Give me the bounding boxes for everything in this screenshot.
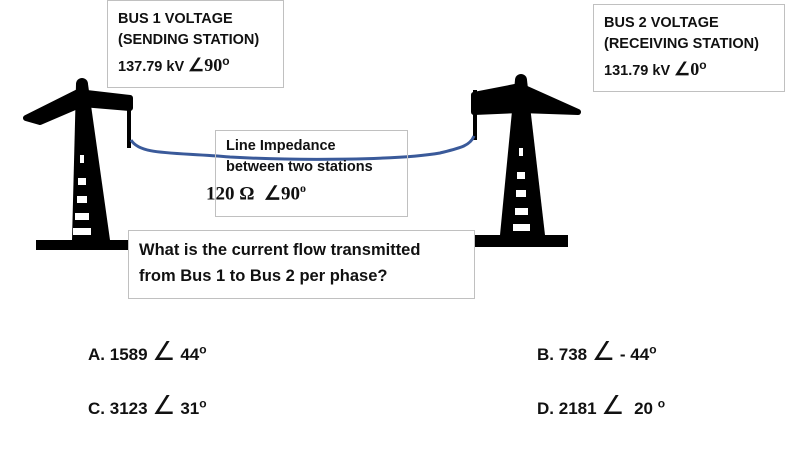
option-label: C. [88, 399, 105, 418]
question-line1: What is the current flow transmitted [139, 241, 421, 259]
bus2-subtitle: (RECEIVING STATION) [604, 36, 759, 52]
degree-mark: o [699, 58, 707, 72]
option-angle: - 44 [619, 345, 650, 364]
option-magnitude: 1589 [109, 345, 148, 364]
impedance-magnitude: 120 Ω [206, 183, 255, 205]
answer-option-c[interactable]: C. 3123 ∠ 31o [88, 390, 207, 421]
option-magnitude: 738 [558, 345, 588, 364]
option-angle: 31 [180, 399, 200, 418]
angle-icon: ∠ [674, 58, 691, 79]
degree-mark: o [222, 54, 230, 68]
right-tower-icon [471, 74, 581, 247]
angle-icon: ∠ [591, 336, 616, 366]
answer-option-d[interactable]: D. 2181 ∠ 20 o [537, 390, 665, 421]
bus2-voltage-box: BUS 2 VOLTAGE (RECEIVING STATION) 131.79… [593, 4, 785, 92]
bus2-title: BUS 2 VOLTAGE [604, 15, 719, 31]
angle-icon: ∠ [188, 54, 205, 75]
option-magnitude: 2181 [558, 399, 597, 418]
left-tower-icon [23, 78, 133, 250]
option-angle: 20 [634, 399, 653, 418]
angle-icon: ∠ [601, 390, 625, 420]
bus2-magnitude: 131.79 kV [604, 62, 671, 79]
impedance-line2: between two stations [226, 159, 373, 175]
option-magnitude: 3123 [109, 399, 148, 418]
angle-icon: ∠ [152, 390, 176, 420]
bus1-voltage-box: BUS 1 VOLTAGE (SENDING STATION) 137.79 k… [107, 0, 284, 88]
bus2-angle: 0 [690, 58, 700, 79]
option-angle: 44 [180, 345, 200, 364]
impedance-value: 120 Ω ∠90o [206, 178, 407, 204]
bus2-value: 131.79 kV ∠0o [604, 55, 784, 82]
degree-mark: o [649, 342, 657, 357]
angle-icon: ∠ [152, 336, 176, 366]
degree-mark: o [657, 396, 666, 411]
question-line2: from Bus 1 to Bus 2 per phase? [139, 267, 388, 285]
bus1-title: BUS 1 VOLTAGE [118, 11, 233, 27]
answer-option-a[interactable]: A. 1589 ∠ 44o [88, 336, 207, 367]
degree-mark: o [199, 342, 207, 357]
transmission-line [129, 135, 476, 161]
impedance-box: Line Impedance between two stations 120 … [206, 130, 408, 217]
answer-option-b[interactable]: B. 738 ∠ - 44o [537, 336, 657, 367]
degree-mark: o [199, 396, 207, 411]
angle-icon: ∠ [263, 183, 282, 205]
bus1-subtitle: (SENDING STATION) [118, 32, 260, 48]
bus1-magnitude: 137.79 kV [118, 58, 185, 75]
option-label: B. [537, 345, 554, 364]
bus1-angle: 90 [204, 54, 223, 75]
degree-mark: o [300, 181, 307, 195]
impedance-line1: Line Impedance [226, 138, 336, 154]
option-label: D. [537, 399, 554, 418]
bus1-value: 137.79 kV ∠90o [118, 51, 283, 78]
question-box: What is the current flow transmitted fro… [128, 230, 475, 299]
option-label: A. [88, 345, 105, 364]
impedance-angle: 90 [281, 183, 301, 205]
